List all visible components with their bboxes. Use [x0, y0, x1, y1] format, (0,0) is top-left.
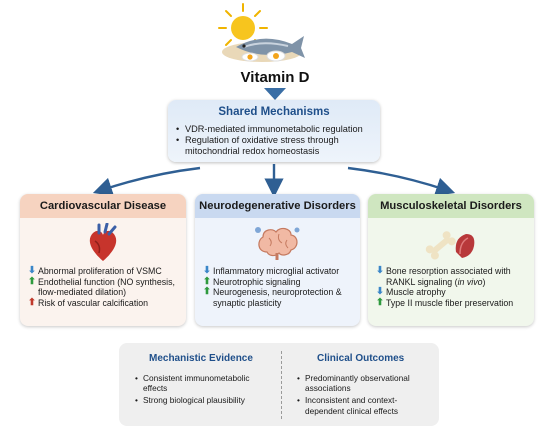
- main-title: Vitamin D: [240, 69, 310, 86]
- heart-icon: [89, 223, 117, 261]
- musculoskeletal-panel: Musculoskeletal Disorders ⬇Bone resorpti…: [368, 194, 534, 326]
- arrow-to-musculo: [347, 166, 456, 196]
- neurodegenerative-panel: Neurodegenerative Disorders ⬇Inflammator…: [195, 194, 360, 326]
- mechanistic-evidence-list: Consistent immunometabolic effects Stron…: [135, 373, 275, 408]
- down-arrow-icon: ⬇: [28, 265, 36, 276]
- panel-items: ⬇Abnormal proliferation of VSMC ⬆Endothe…: [28, 265, 180, 308]
- panel-title: Neurodegenerative Disorders: [195, 194, 360, 218]
- up-arrow-icon: ⬆: [376, 296, 384, 308]
- arrow-to-cardio: [92, 166, 201, 196]
- panel-title: Musculoskeletal Disorders: [368, 194, 534, 218]
- brain-icon: [255, 227, 300, 260]
- up-arrow-icon: ⬆: [203, 275, 211, 287]
- up-arrow-icon: ⬆: [203, 286, 211, 298]
- shared-mechanisms-list: VDR-mediated immunometabolic regulation …: [176, 124, 376, 157]
- evidence-item: Predominantly observational associations: [297, 373, 433, 393]
- effect-row: ⬇Abnormal proliferation of VSMC: [28, 265, 162, 276]
- effect-row: ⬇Bone resorption associated with RANKL s…: [376, 265, 511, 287]
- panel-items: ⬇Inflammatory microglial activator ⬆Neur…: [203, 265, 354, 308]
- vitamin-d-food-illustration: [218, 3, 305, 62]
- up-arrow-icon: ⬆: [28, 275, 36, 287]
- shared-item: VDR-mediated immunometabolic regulation: [176, 124, 376, 135]
- clinical-outcomes-list: Predominantly observational associations…: [297, 373, 433, 418]
- effect-row: ⬇Muscle atrophy: [376, 286, 446, 298]
- down-arrow-icon: ⬇: [203, 265, 211, 276]
- connector-arrows: [92, 164, 456, 196]
- fish-icon: [236, 36, 305, 58]
- mechanistic-evidence-title: Mechanistic Evidence: [149, 353, 253, 364]
- down-arrow-icon: ⬇: [376, 265, 384, 276]
- bone-muscle-icon: [425, 231, 475, 260]
- cardiovascular-panel: Cardiovascular Disease ⬇Abnormal prolife…: [20, 194, 186, 326]
- effect-row: ⬆Neurotrophic signaling: [203, 275, 301, 287]
- effect-row: ⬇Inflammatory microglial activator: [203, 265, 340, 276]
- effect-row: ⬆Endothelial function (NO synthesis, flo…: [28, 275, 175, 298]
- down-arrow-icon: [264, 88, 286, 100]
- shared-item: Regulation of oxidative stress through m…: [176, 135, 376, 157]
- evidence-item: Consistent immunometabolic effects: [135, 373, 275, 393]
- effect-row: ⬆Risk of vascular calcification: [28, 296, 148, 308]
- effect-row: ⬆Neurogenesis, neuroprotection & synapti…: [203, 286, 342, 308]
- evidence-item: Inconsistent and context-dependent clini…: [297, 395, 433, 415]
- shared-mechanisms-box: Shared Mechanisms VDR-mediated immunomet…: [168, 100, 380, 162]
- effect-row: ⬆Type II muscle fiber preservation: [376, 296, 514, 308]
- clinical-outcomes-title: Clinical Outcomes: [317, 353, 405, 364]
- shared-mechanisms-title: Shared Mechanisms: [218, 106, 330, 118]
- evidence-item: Strong biological plausibility: [135, 395, 275, 405]
- panel-title: Cardiovascular Disease: [20, 194, 186, 218]
- egg-icon: [241, 50, 286, 62]
- down-arrow-icon: ⬇: [376, 286, 384, 298]
- up-arrow-icon: ⬆: [28, 296, 36, 308]
- evidence-box: Mechanistic Evidence Consistent immunome…: [119, 343, 439, 426]
- divider: [281, 351, 282, 419]
- panel-items: ⬇Bone resorption associated with RANKL s…: [376, 265, 528, 308]
